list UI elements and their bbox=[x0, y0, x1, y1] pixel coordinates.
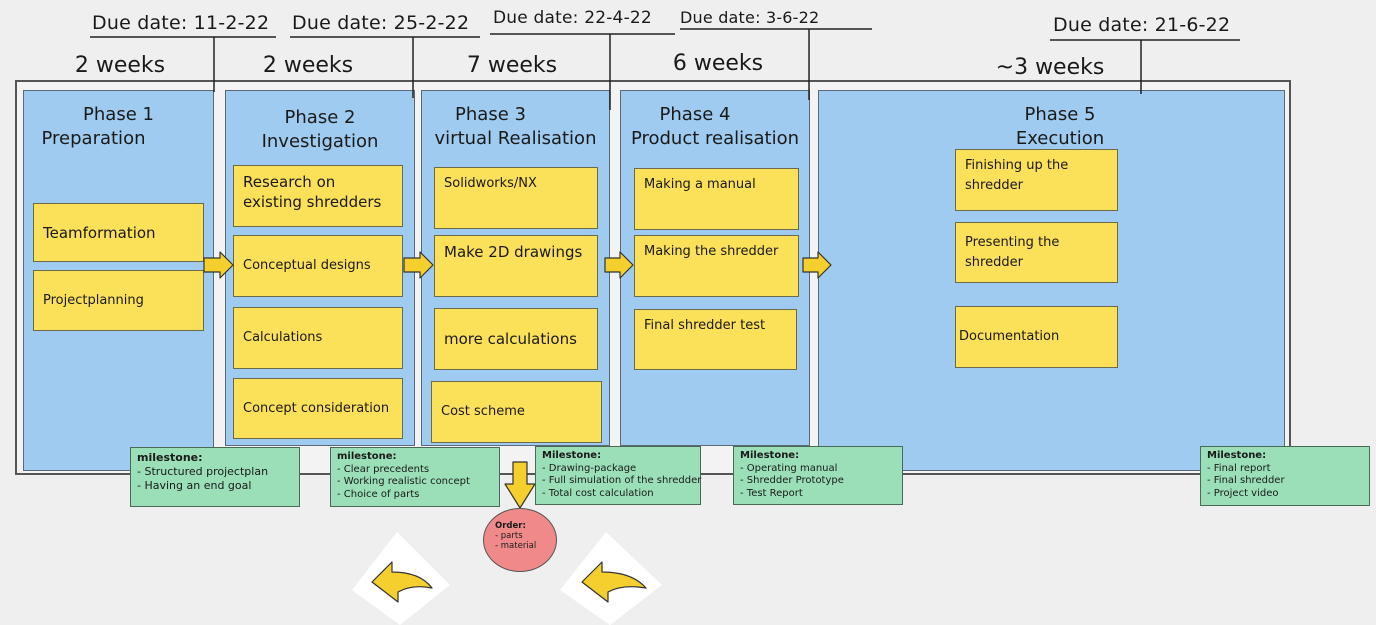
task-making-shredder[interactable]: Making the shredder bbox=[634, 235, 799, 297]
arrow-phase-4-to-5 bbox=[802, 251, 832, 279]
phase-3-subtitle: virtual Realisation bbox=[434, 128, 597, 149]
task-presenting-shredder[interactable]: Presenting the shredder bbox=[955, 222, 1118, 283]
duration-phase-1: 2 weeks bbox=[74, 53, 166, 78]
milestone-phase-5-item: - Final shredder bbox=[1207, 475, 1285, 486]
task-research-existing-shredders[interactable]: Research on existing shredders bbox=[233, 165, 403, 227]
task-documentation[interactable]: Documentation bbox=[955, 306, 1118, 368]
milestone-phase-4-title: Milestone: bbox=[740, 450, 800, 461]
task-cost-scheme[interactable]: Cost scheme bbox=[431, 381, 602, 443]
duration-phase-2: 2 weeks bbox=[262, 53, 354, 78]
arrow-phase-1-to-2 bbox=[203, 251, 234, 279]
phase-1-name: Phase 1 bbox=[83, 104, 154, 125]
task-making-manual[interactable]: Making a manual bbox=[634, 168, 799, 230]
phase-5-name: Phase 5 bbox=[1024, 104, 1096, 125]
due-date-phase-4: Due date: 3-6-22 bbox=[680, 8, 820, 27]
milestone-phase-5-item: - Project video bbox=[1207, 487, 1279, 499]
milestone-phase-5-item: - Final report bbox=[1207, 462, 1271, 474]
phase-2-name: Phase 2 bbox=[284, 107, 356, 128]
milestone-phase-3-item: - Full simulation of the shredder bbox=[542, 475, 702, 486]
task-conceptual-designs[interactable]: Conceptual designs bbox=[233, 235, 403, 297]
phase-1-title: Phase 1 Preparation bbox=[23, 103, 214, 151]
milestone-phase-1-title: milestone: bbox=[137, 451, 203, 464]
phase-3-title: Phase 3 virtual Realisation bbox=[421, 103, 610, 151]
order-title: Order: bbox=[495, 521, 526, 531]
task-calculations[interactable]: Calculations bbox=[233, 307, 403, 369]
phase-2-title: Phase 2 Investigation bbox=[225, 106, 415, 154]
milestone-phase-2-title: milestone: bbox=[337, 451, 397, 462]
milestone-phase-3: Milestone: - Drawing-package - Full simu… bbox=[535, 446, 701, 505]
milestone-phase-4-item: - Test Report bbox=[740, 487, 803, 499]
milestone-phase-4-item: - Shredder Prototype bbox=[740, 475, 844, 486]
milestone-phase-2-item: - Working realistic concept bbox=[337, 476, 470, 487]
due-date-phase-1: Due date: 11-2-22 bbox=[92, 12, 270, 34]
duration-phase-5: ~3 weeks bbox=[995, 55, 1105, 80]
curved-arrow-right-icon bbox=[581, 561, 647, 603]
phase-5-title: Phase 5 Execution bbox=[990, 103, 1130, 151]
order-circle: Order: - parts - material bbox=[483, 508, 557, 572]
task-more-calculations[interactable]: more calculations bbox=[434, 308, 598, 370]
milestone-phase-3-item: - Total cost calculation bbox=[542, 487, 654, 499]
due-date-phase-3: Due date: 22-4-22 bbox=[493, 8, 652, 28]
task-teamformation[interactable]: Teamformation bbox=[33, 203, 204, 262]
phase-4-subtitle: Product realisation bbox=[630, 128, 800, 149]
task-final-shredder-test[interactable]: Final shredder test bbox=[634, 309, 797, 370]
phase-1-subtitle: Preparation bbox=[41, 128, 146, 149]
milestone-phase-3-item: - Drawing-package bbox=[542, 462, 637, 474]
phase-4-name: Phase 4 bbox=[659, 104, 731, 125]
phase-5-subtitle: Execution bbox=[1015, 128, 1105, 149]
milestone-phase-5-title: Milestone: bbox=[1207, 450, 1267, 461]
arrow-phase-2-to-3 bbox=[403, 251, 434, 279]
arrow-down-to-order bbox=[504, 461, 536, 509]
milestone-phase-4: Milestone: - Operating manual - Shredder… bbox=[733, 446, 903, 505]
task-finishing-shredder[interactable]: Finishing up the shredder bbox=[955, 149, 1118, 211]
due-date-phase-5: Due date: 21-6-22 bbox=[1053, 14, 1231, 36]
milestone-phase-5: Milestone: - Final report - Final shredd… bbox=[1200, 446, 1370, 506]
task-projectplanning[interactable]: Projectplanning bbox=[33, 270, 204, 331]
milestone-phase-1-item: - Structured projectplan bbox=[137, 465, 269, 478]
milestone-phase-2-item: - Clear precedents bbox=[337, 463, 430, 475]
milestone-phase-1-item: - Having an end goal bbox=[137, 479, 252, 492]
phase-2-subtitle: Investigation bbox=[261, 131, 379, 152]
duration-phase-4: 6 weeks bbox=[672, 51, 764, 76]
duration-phase-3: 7 weeks bbox=[466, 53, 558, 78]
milestone-phase-3-title: Milestone: bbox=[542, 450, 602, 461]
milestone-phase-2: milestone: - Clear precedents - Working … bbox=[330, 447, 500, 507]
milestone-phase-1: milestone: - Structured projectplan - Ha… bbox=[130, 447, 300, 507]
curved-arrow-left-icon bbox=[371, 561, 433, 603]
milestone-phase-4-item: - Operating manual bbox=[740, 462, 838, 474]
order-item: - material bbox=[495, 541, 537, 551]
task-concept-consideration[interactable]: Concept consideration bbox=[233, 378, 403, 439]
task-make-2d-drawings[interactable]: Make 2D drawings bbox=[434, 235, 598, 297]
phase-3-name: Phase 3 bbox=[455, 104, 526, 125]
order-item: - parts bbox=[495, 531, 523, 541]
milestone-phase-2-item: - Choice of parts bbox=[337, 488, 420, 500]
due-date-phase-2: Due date: 25-2-22 bbox=[292, 12, 470, 34]
arrow-phase-3-to-4 bbox=[604, 251, 634, 279]
phase-4-title: Phase 4 Product realisation bbox=[620, 103, 810, 151]
task-solidworks-nx[interactable]: Solidworks/NX bbox=[434, 167, 598, 229]
